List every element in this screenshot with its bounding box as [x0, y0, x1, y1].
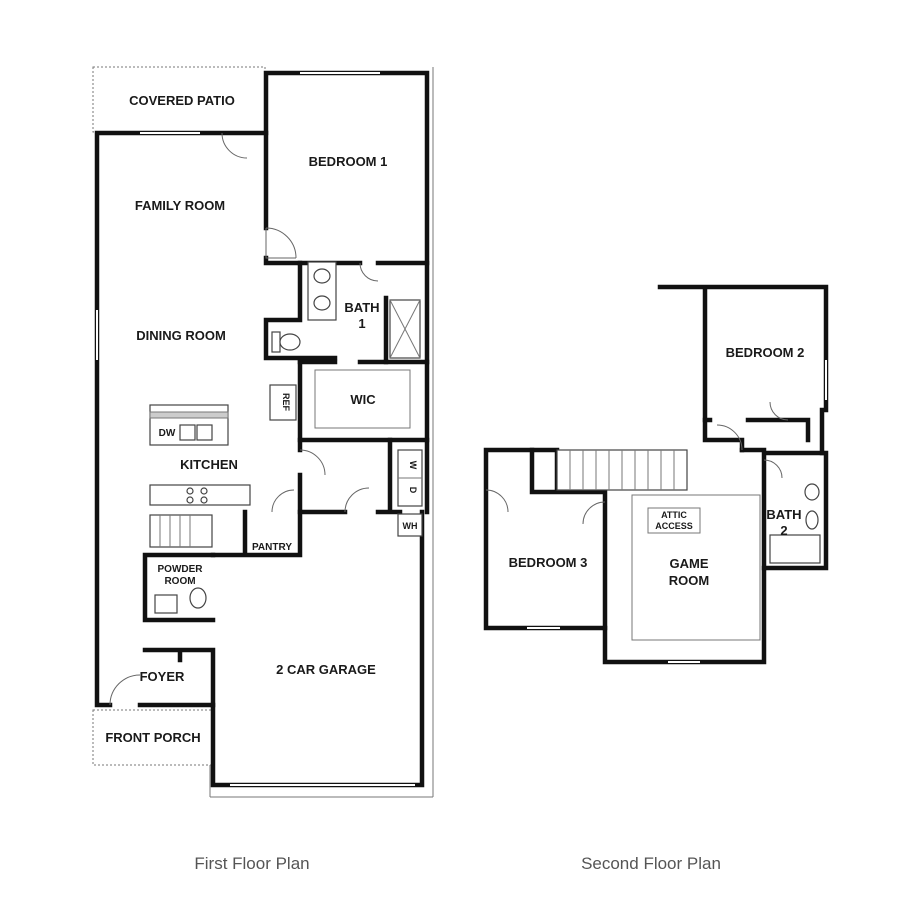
first-floor-caption: First Floor Plan: [194, 854, 309, 873]
water-heater-label: WH: [403, 521, 418, 531]
staircase-second-floor: [556, 449, 688, 491]
bath-2-number: 2: [780, 523, 787, 538]
kitchen-label: KITCHEN: [180, 457, 238, 472]
sink-fixture: [313, 268, 331, 284]
foyer-label: FOYER: [140, 669, 185, 684]
powder-room-wall: [142, 552, 216, 708]
garage-label: 2 CAR GARAGE: [276, 662, 376, 677]
kitchen-counter: [149, 484, 251, 506]
wic-label: WIC: [350, 392, 376, 407]
door-swing: [359, 262, 379, 282]
attic-access-box: [647, 507, 701, 534]
door-swing: [344, 487, 370, 513]
door-swing: [271, 489, 295, 513]
refrigerator: [269, 384, 297, 421]
bedroom-1-wall: [263, 130, 338, 361]
kitchen-sink: [196, 424, 213, 441]
range-burner: [200, 487, 208, 495]
door-swing: [769, 401, 789, 421]
door-swing: [763, 459, 783, 479]
kitchen-island: [149, 411, 229, 419]
family-room-label: FAMILY ROOM: [135, 198, 225, 213]
first-floor-plan: COVERED PATIO BEDROOM 1 FAMILY ROOM BATH…: [92, 66, 434, 873]
game-room-ceiling-outline: [631, 494, 761, 641]
front-porch-outline: [92, 709, 214, 766]
exterior-wall: [483, 284, 829, 665]
toilet-fixture: [279, 333, 301, 351]
bath-2-sink: [804, 483, 820, 501]
dw-label: DW: [159, 428, 176, 439]
bathtub: [769, 534, 821, 564]
range-burner: [186, 496, 194, 504]
bedroom-1-label: BEDROOM 1: [309, 154, 388, 169]
bedroom-3-label: BEDROOM 3: [509, 555, 588, 570]
attic-access-label: ATTIC: [661, 510, 687, 520]
door-swing: [582, 501, 606, 525]
door-swing: [299, 449, 326, 476]
water-heater: [397, 513, 423, 537]
bath-2-label: BATH: [766, 507, 801, 522]
dining-room-label: DINING ROOM: [136, 328, 226, 343]
game-room-label-line2: ROOM: [669, 573, 709, 588]
covered-patio-label: COVERED PATIO: [129, 93, 235, 108]
pantry-wall: [210, 509, 303, 558]
powder-room-label: POWDER: [158, 564, 204, 575]
door-swing: [716, 424, 743, 451]
door-swing: [265, 227, 297, 259]
pantry-label: PANTRY: [252, 542, 292, 553]
second-floor-caption: Second Floor Plan: [581, 854, 721, 873]
door-swing: [485, 489, 509, 513]
door-swing: [109, 674, 141, 706]
wic-shelving: [314, 369, 411, 429]
kitchen-sink: [179, 424, 196, 441]
second-floor-plan: BEDROOM 2 BATH 2 ATTIC ACCESS GAME ROOM …: [483, 284, 829, 873]
ref-label: REF: [281, 393, 291, 412]
wic-wall: [297, 359, 430, 443]
toilet-fixture: [271, 331, 281, 353]
game-room-label: GAME: [670, 556, 709, 571]
powder-toilet: [189, 587, 207, 609]
sink-fixture: [313, 295, 331, 311]
laundry-wall: [297, 437, 403, 515]
interior-wall: [529, 417, 825, 631]
bath-1-number: 1: [358, 316, 365, 331]
washer-label: W: [408, 461, 418, 470]
bath-1-label: BATH: [344, 300, 379, 315]
shower-fixture: [389, 299, 421, 359]
bath-2-toilet: [805, 510, 819, 530]
door-swing: [221, 132, 248, 159]
range-burner: [200, 496, 208, 504]
front-porch-label: FRONT PORCH: [105, 730, 200, 745]
staircase-first-floor: [149, 514, 213, 548]
powder-room-label-line2: ROOM: [164, 576, 195, 587]
bedroom-2-label: BEDROOM 2: [726, 345, 805, 360]
range-burner: [186, 487, 194, 495]
powder-sink: [154, 594, 178, 614]
attic-access-label-line2: ACCESS: [655, 521, 693, 531]
dryer-label: D: [408, 487, 418, 494]
